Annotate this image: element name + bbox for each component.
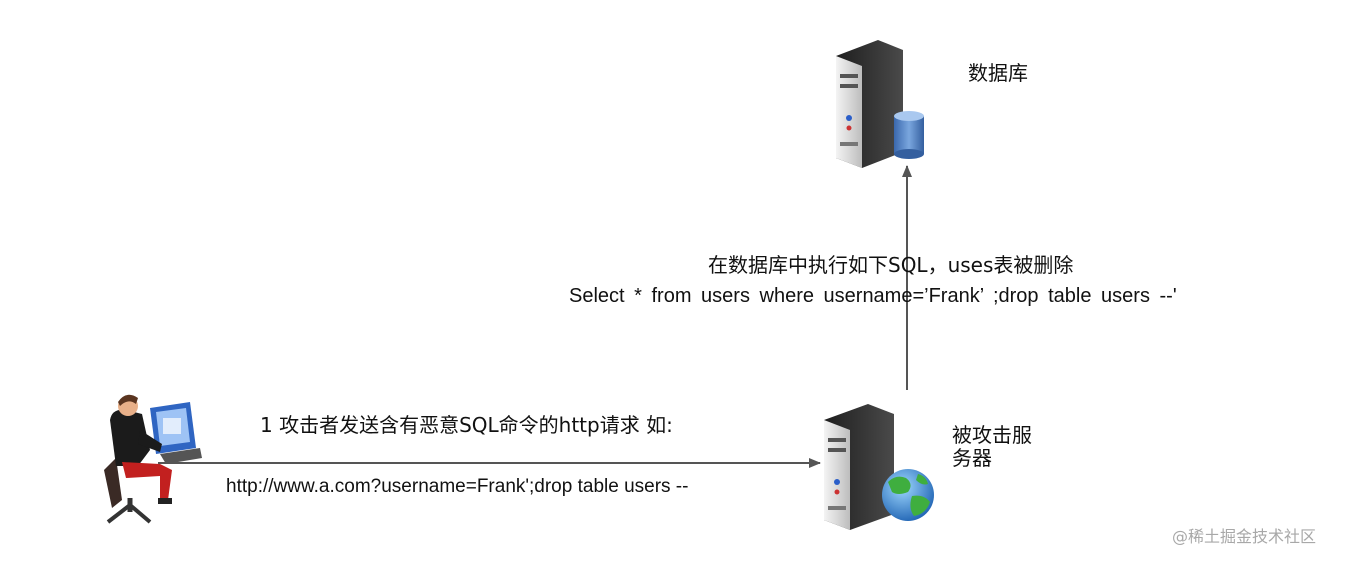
web-server-icon [824,404,934,530]
watermark: @稀土掘金技术社区 [1172,527,1317,546]
request-edge-url: http://www.a.com?username=Frank';drop ta… [226,476,689,497]
hacker-at-computer-icon [104,394,202,524]
database-server-icon [836,40,924,168]
globe-icon [882,469,934,521]
execute-edge-sql: Select * from users where username=’Fran… [569,285,1177,307]
request-edge-title: 1 攻击者发送含有恶意SQL命令的http请求 如: [260,413,673,437]
database-cylinder-icon [894,111,924,159]
execute-edge-title: 在数据库中执行如下SQL，uses表被删除 [708,253,1074,277]
server-label: 被攻击服务器 [952,423,1032,470]
database-label: 数据库 [968,61,1028,85]
